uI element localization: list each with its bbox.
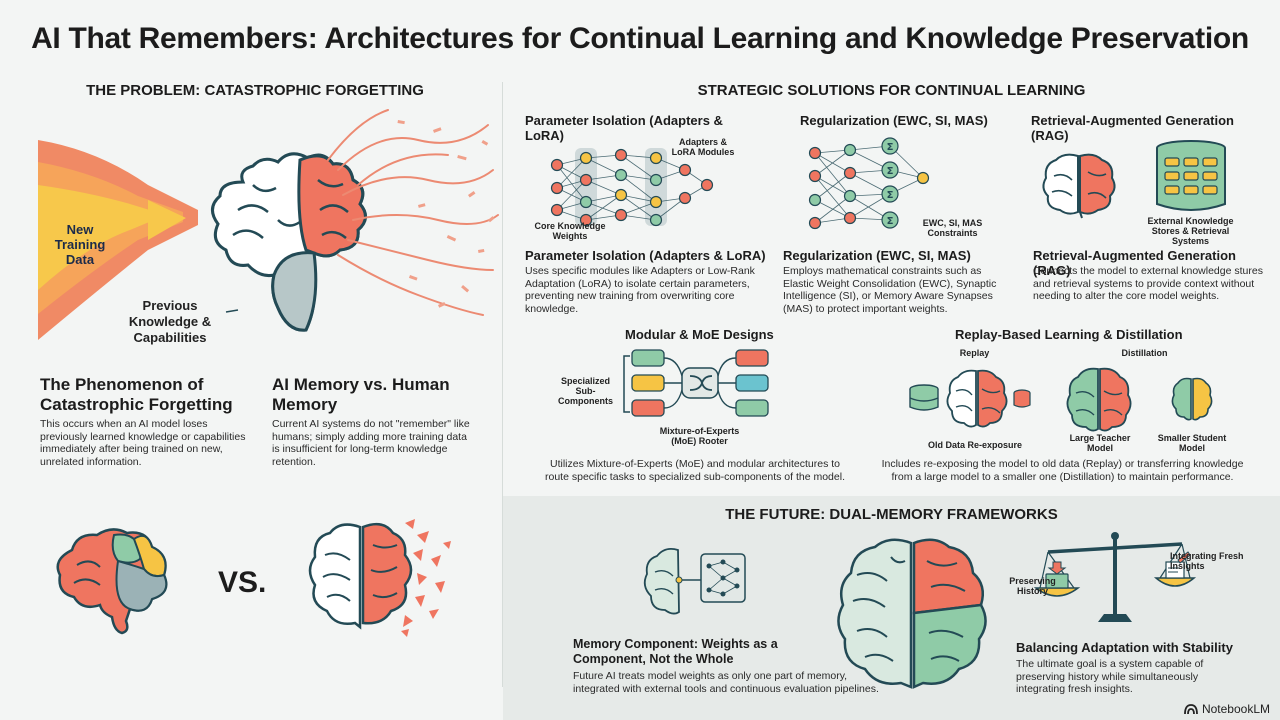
pencil-icon bbox=[1177, 551, 1191, 564]
brand-label: NotebookLM bbox=[1201, 702, 1270, 716]
previous-knowledge-label: Previous Knowledge & Capabilities bbox=[128, 298, 212, 345]
old-data-database-icon bbox=[909, 384, 939, 411]
svg-text:Σ: Σ bbox=[887, 166, 894, 177]
replay-diagram bbox=[909, 367, 1213, 432]
forgetting-particles bbox=[327, 109, 499, 316]
param-text: Uses specific modules like Adapters or L… bbox=[525, 265, 755, 315]
param-title-2: Parameter Isolation (Adapters & LoRA) bbox=[525, 248, 766, 263]
solutions-heading: STRATEGIC SOLUTIONS FOR CONTINUAL LEARNI… bbox=[697, 82, 1086, 99]
replay-label: Replay bbox=[959, 348, 990, 358]
future-memory-text: Future AI treats model weights as only o… bbox=[573, 670, 879, 695]
human-brain-icon bbox=[56, 528, 168, 635]
vs-label: VS. bbox=[218, 566, 267, 599]
small-database-icon bbox=[1013, 389, 1031, 408]
future-heading: THE FUTURE: DUAL-MEMORY FRAMEWORKS bbox=[725, 506, 1058, 523]
sub-components-label: Specialized Sub-Components bbox=[558, 376, 613, 406]
page-title: AI That Remembers: Architectures for Con… bbox=[31, 22, 1249, 55]
replay-brain-icon bbox=[946, 369, 1008, 428]
balance-scale-icon bbox=[1033, 532, 1197, 622]
memory-component-diagram bbox=[643, 547, 746, 615]
moe-diagram bbox=[623, 349, 769, 417]
database-icon bbox=[1156, 140, 1226, 211]
rag-text: Connects the model to external knowledge… bbox=[1033, 265, 1263, 302]
adapters-label: Adapters & LoRA Modules bbox=[671, 137, 735, 157]
regularization-network-diagram: Σ Σ Σ Σ bbox=[808, 137, 930, 230]
sigma-constraint-icon bbox=[881, 137, 899, 229]
svg-text:Σ: Σ bbox=[887, 142, 894, 153]
student-brain-icon bbox=[1171, 377, 1213, 421]
teacher-label: Large Teacher Model bbox=[1069, 433, 1131, 453]
old-data-label: Old Data Re-exposure bbox=[927, 440, 1023, 450]
balance-title: Balancing Adaptation with Stability bbox=[1016, 640, 1233, 655]
notebooklm-logo-icon bbox=[1184, 704, 1198, 715]
notebooklm-brand: NotebookLM bbox=[1184, 702, 1270, 716]
new-data-label: New Training Data bbox=[54, 222, 106, 267]
stores-label: External Knowledge Stores & Retrieval Sy… bbox=[1147, 216, 1234, 246]
svg-text:Σ: Σ bbox=[887, 216, 894, 227]
fragments bbox=[401, 519, 451, 637]
reg-title: Regularization (EWC, SI, MAS) bbox=[800, 113, 988, 128]
memory-title: AI Memory vs. Human Memory bbox=[272, 375, 450, 414]
rag-title-2: Retrieval-Augmented Generation (RAG) bbox=[1033, 248, 1236, 278]
reg-text: Employs mathematical constraints such as… bbox=[783, 265, 997, 315]
reg-title-2: Regularization (EWC, SI, MAS) bbox=[783, 248, 971, 263]
teacher-brain-icon bbox=[1066, 367, 1132, 432]
preserving-label: Preserving History bbox=[1009, 576, 1056, 596]
fragmenting-brain-icon bbox=[308, 519, 451, 637]
dual-memory-brain-icon bbox=[837, 538, 987, 689]
constraints-label: EWC, SI, MAS Constraints bbox=[922, 218, 983, 238]
future-memory-title: Memory Component: Weights as a Component… bbox=[573, 637, 778, 666]
svg-text:Σ: Σ bbox=[887, 190, 894, 201]
moe-title: Modular & MoE Designs bbox=[625, 327, 774, 342]
rag-title: Retrieval-Augmented Generation (RAG) bbox=[1031, 113, 1234, 143]
shuffle-icon bbox=[689, 375, 713, 391]
balance-text: The ultimate goal is a system capable of… bbox=[1016, 658, 1204, 695]
moe-text: Utilizes Mixture-of-Experts (MoE) and mo… bbox=[545, 458, 845, 483]
rag-brain-icon bbox=[1042, 153, 1116, 219]
problem-heading: THE PROBLEM: CATASTROPHIC FORGETTING bbox=[86, 82, 424, 99]
router-label: Mixture-of-Experts (MoE) Rooter bbox=[659, 426, 740, 446]
phenomenon-title: The Phenomenon of Catastrophic Forgettin… bbox=[40, 375, 233, 414]
core-weights-label: Core Knowledge Weights bbox=[534, 221, 606, 241]
integrating-label: Integrating Fresh Insights bbox=[1170, 551, 1244, 571]
phenomenon-text: This occurs when an AI model loses previ… bbox=[40, 418, 246, 468]
replay-text: Includes re-exposing the model to old da… bbox=[881, 458, 1244, 483]
particle-bits bbox=[397, 120, 495, 308]
adapter-network-diagram bbox=[550, 148, 714, 227]
forgetting-illustration bbox=[38, 109, 499, 340]
student-label: Smaller Student Model bbox=[1157, 433, 1227, 453]
replay-title: Replay-Based Learning & Distillation bbox=[955, 327, 1183, 342]
distillation-label: Distillation bbox=[1121, 348, 1168, 358]
down-arrow-icon bbox=[1047, 561, 1067, 575]
param-title: Parameter Isolation (Adapters & LoRA) bbox=[525, 113, 723, 143]
brain-icon bbox=[211, 152, 367, 332]
section-divider bbox=[502, 82, 503, 687]
funnel-arrow-icon bbox=[148, 200, 186, 240]
memory-text: Current AI systems do not "remember" lik… bbox=[272, 418, 470, 468]
